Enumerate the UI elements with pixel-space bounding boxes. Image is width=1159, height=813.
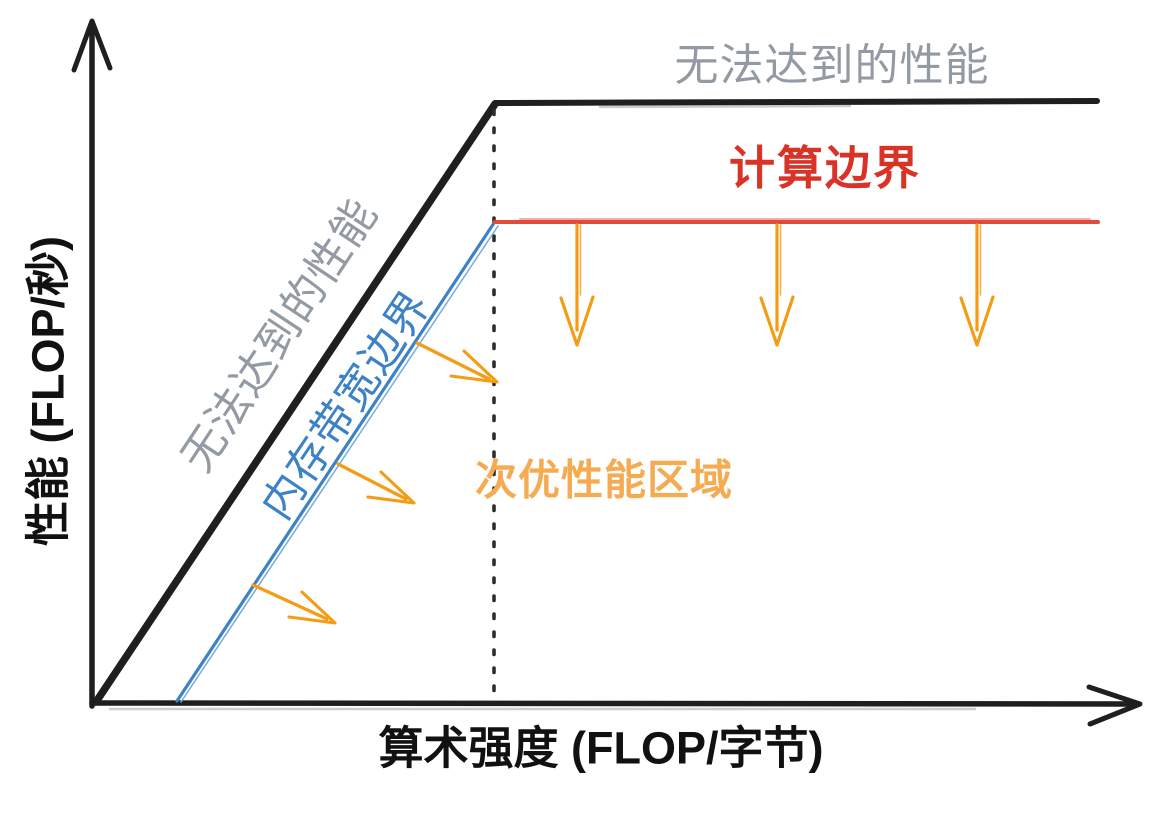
y-axis-arrowhead-icon xyxy=(71,18,113,73)
compute-bound-label: 计算边界 xyxy=(729,142,921,194)
x-axis-arrowhead-icon xyxy=(1086,684,1143,727)
down-arrow-icon xyxy=(559,223,595,347)
down-right-arrow-icon xyxy=(415,341,499,384)
x-axis-label: 算术强度 (FLOP/字节) xyxy=(378,722,824,774)
down-arrow-icon xyxy=(959,223,995,347)
down-right-arrow-icon xyxy=(251,583,337,625)
down-arrow-icon xyxy=(759,223,795,347)
y-axis-label: 性能 (FLOP/秒) xyxy=(22,236,74,546)
x-axis-line xyxy=(89,700,1135,707)
roofline-diagonal-line xyxy=(92,100,499,706)
memory-bandwidth-bound-line xyxy=(175,221,496,703)
down-right-arrow-icon xyxy=(336,462,416,505)
unattainable-performance-top-label: 无法达到的性能 xyxy=(674,41,990,90)
roofline-horizontal-line xyxy=(492,98,1100,106)
suboptimal-performance-region-label: 次优性能区域 xyxy=(474,456,734,504)
roofline-shadow-line xyxy=(598,104,852,109)
